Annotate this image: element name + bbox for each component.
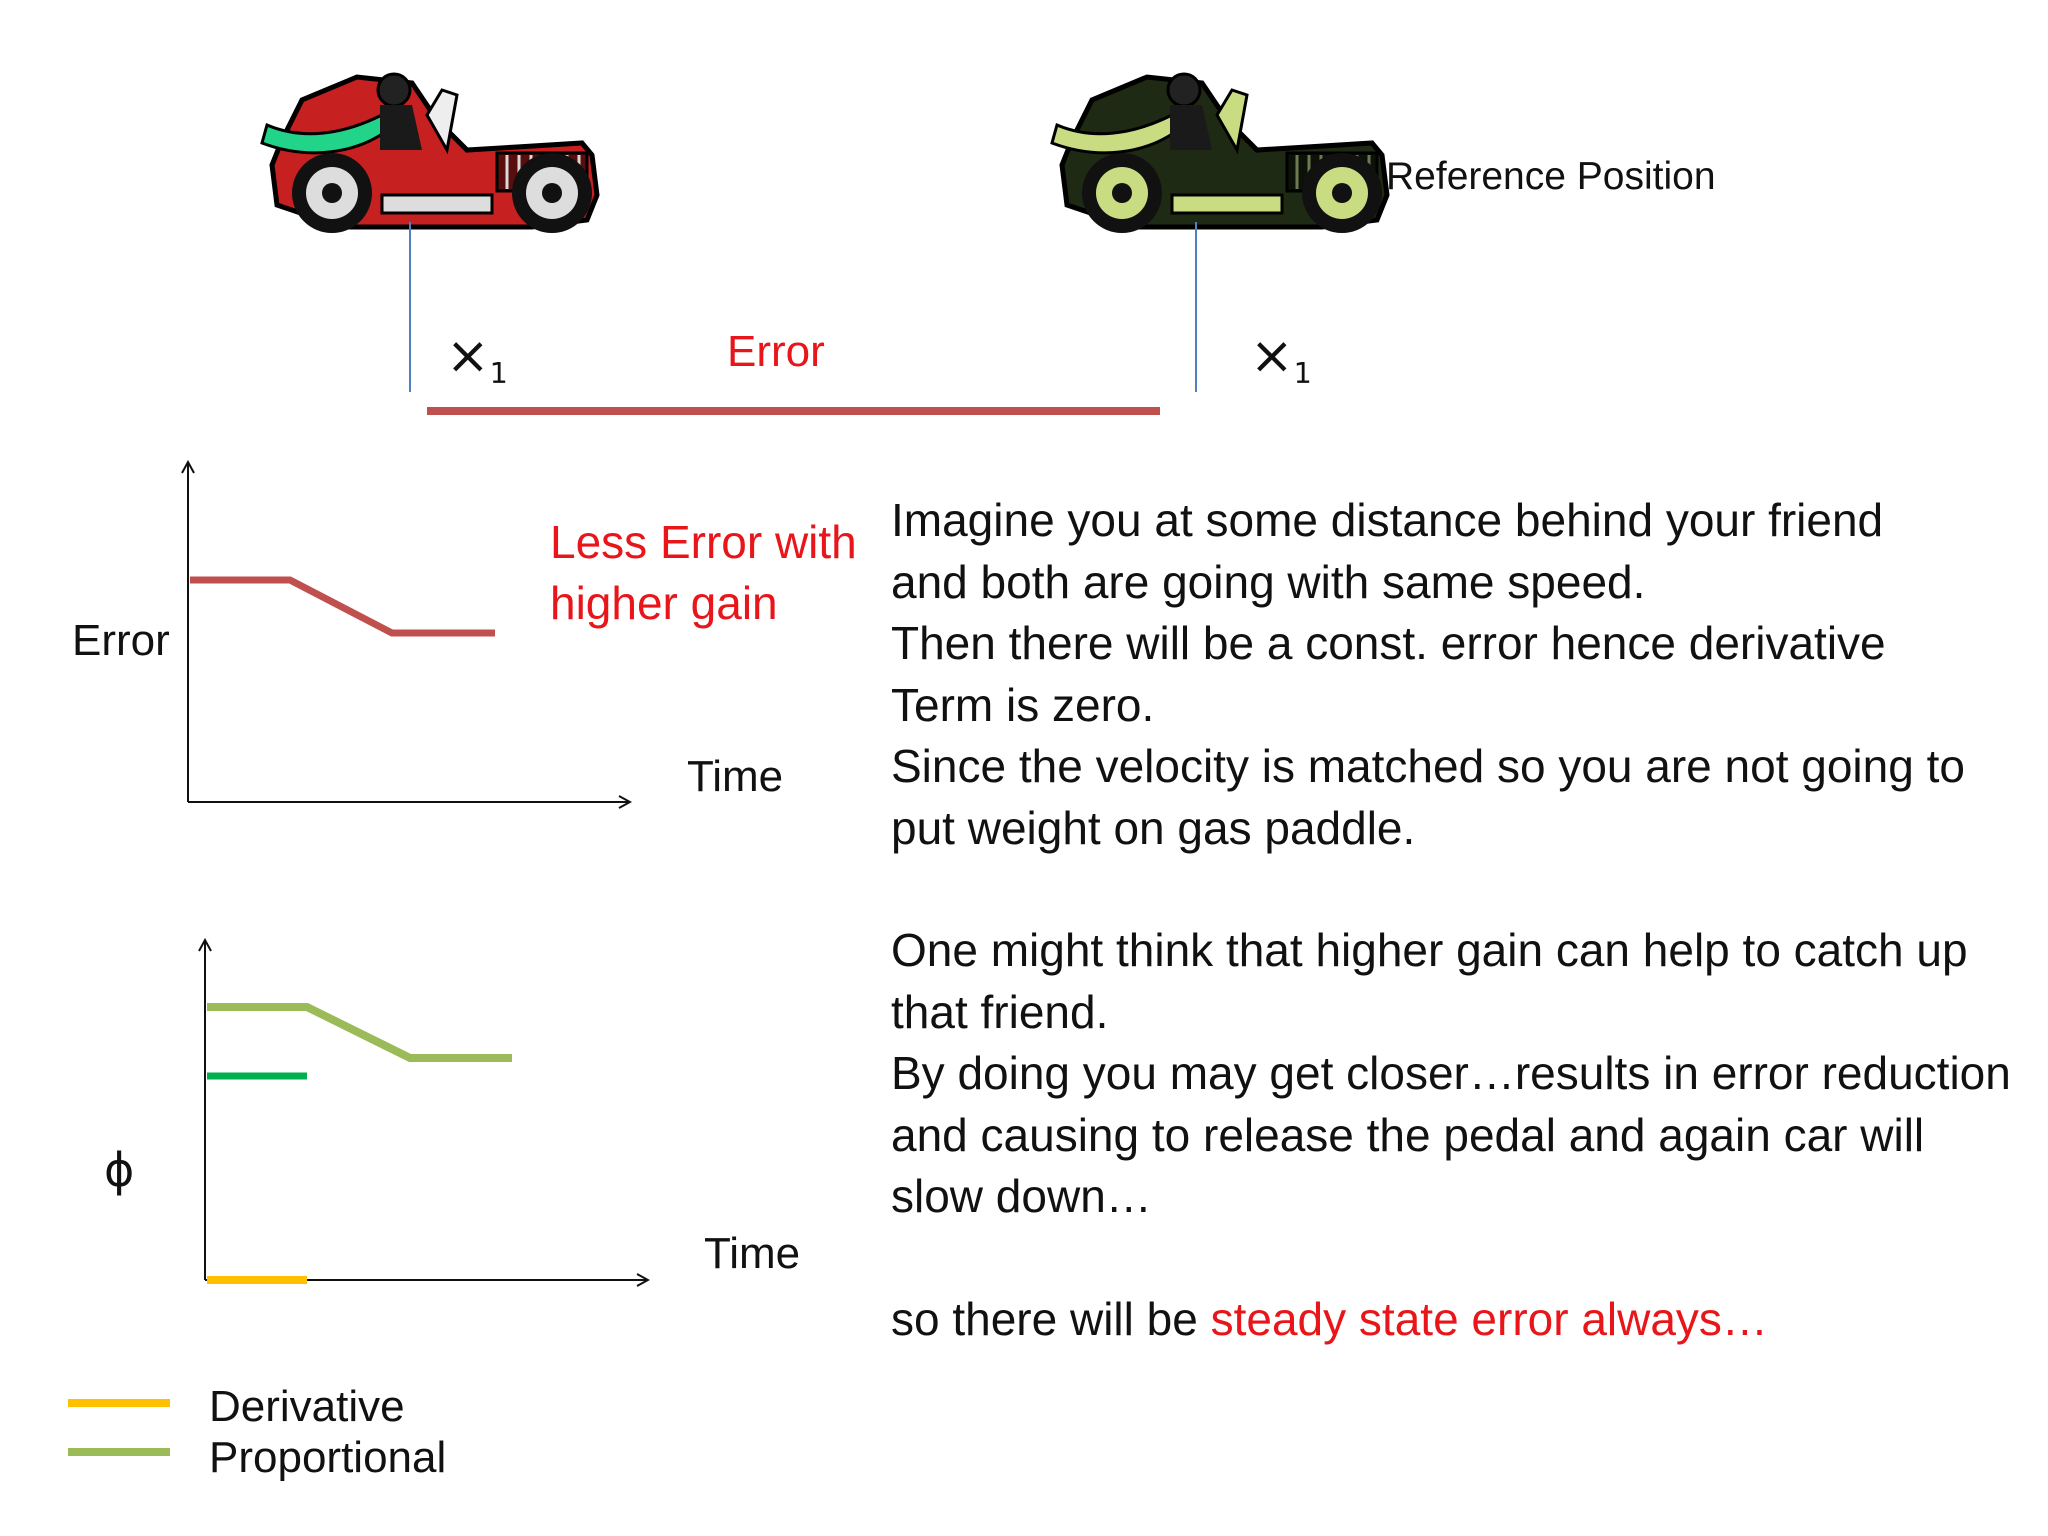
error-graph-xlabel: Time [687,752,784,801]
text-line: One might think that higher gain can hel… [891,924,1968,976]
x1-left-label: ×1 [446,326,508,390]
phi-graph-xlabel: Time [704,1229,801,1278]
text-line: slow down… [891,1170,1152,1222]
dark-race-car-icon [1050,72,1390,233]
error-graph [188,462,630,802]
phi-graph-ylabel: ϕ [104,1143,135,1197]
text-line: and causing to release the pedal and aga… [891,1108,1925,1161]
explanation-paragraph-1: Imagine you at some distance behind your… [891,490,1965,859]
gain-annotation: Less Error with higher gain [550,516,857,629]
text-line: that friend. [891,985,1109,1038]
text-line: and both are going with same speed. [891,555,1646,608]
error-distance-label: Error [727,327,825,376]
steady-state-error-highlight: steady state error always… [1210,1293,1768,1345]
phi-graph [205,940,648,1280]
x1-right-label: ×1 [1250,326,1312,390]
explanation-paragraph-2: One might think that higher gain can hel… [891,920,2011,1228]
reference-position-label: Reference Position [1386,155,1716,198]
legend-proportional-label: Proportional [209,1433,447,1482]
text-line: By doing you may get closer…results in e… [891,1047,2011,1099]
text-line: Since the velocity is matched so you are… [891,740,1965,792]
error-graph-ylabel: Error [72,616,170,665]
legend-derivative-label: Derivative [209,1382,405,1431]
error-curve [190,576,495,637]
text-line: put weight on gas paddle. [891,801,1416,854]
conclusion-line: so there will be steady state error alwa… [891,1293,1768,1345]
text-line: Then there will be a const. error hence … [891,617,1886,669]
red-race-car-icon [260,72,600,233]
proportional-curve [207,1003,512,1062]
text-line: Term is zero. [891,678,1155,731]
text-line: Imagine you at some distance behind your… [891,494,1884,546]
